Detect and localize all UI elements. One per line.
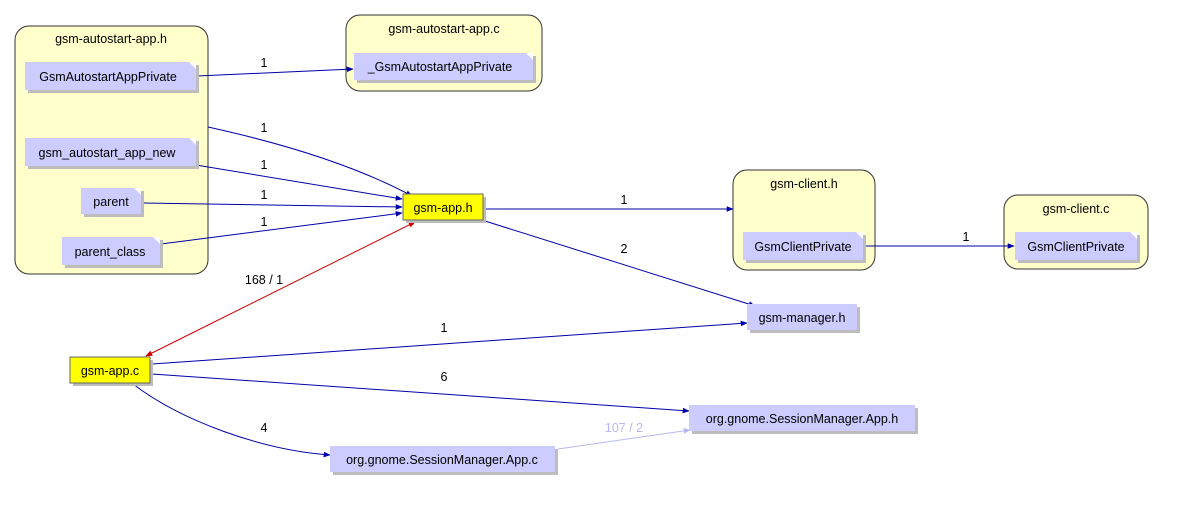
node-label: parent_class [75,245,146,259]
edge-label: 1 [261,215,268,229]
edges [132,66,1015,458]
edge-label: 4 [261,421,268,435]
edge-new-to-app-h [195,164,403,201]
node-label: GsmAutostartAppPrivate [39,70,177,84]
node-sm-app-c[interactable]: org.gnome.SessionManager.App.c [330,446,558,475]
edge-label: 1 [621,193,628,207]
node-label: org.gnome.SessionManager.App.c [346,453,538,467]
edge-label: 1 [261,121,268,135]
edge-label: 1 [261,56,268,70]
node-gsm-app-h[interactable]: gsm-app.h [402,193,486,223]
edge-group-to-app-h [207,126,413,197]
node-gsm-autostart-app-private[interactable]: GsmAutostartAppPrivate [25,62,199,93]
node-parent[interactable]: parent [81,188,144,217]
node-sm-app-h[interactable]: org.gnome.SessionManager.App.h [689,405,918,434]
edge-label: 2 [621,242,628,256]
node-gsm-client-private-h[interactable]: GsmClientPrivate [743,232,866,263]
node-gsm-app-c[interactable]: gsm-app.c [69,356,153,386]
node-gsm-client-private-c[interactable]: GsmClientPrivate [1015,232,1140,263]
edge-label: 1 [261,188,268,202]
group-title: gsm-client.c [1043,202,1110,216]
edge-app-c-to-sm-app-c [132,383,331,458]
node-label: org.gnome.SessionManager.App.h [706,412,899,426]
node-label: gsm_autostart_app_new [39,146,177,160]
edge-label: 6 [441,370,448,384]
node-label: _GsmAutostartAppPrivate [367,60,513,74]
node-label: parent [93,195,129,209]
node-parent-class[interactable]: parent_class [62,237,163,268]
node-label: GsmClientPrivate [754,240,851,254]
edge-private-to-private-c [196,66,354,77]
group-title: gsm-autostart-app.c [388,22,499,36]
node-label: gsm-manager.h [759,311,846,325]
edge-label: 1 [963,230,970,244]
node-label: gsm-app.h [413,201,472,215]
node-gsm-autostart-app-private-c[interactable]: _GsmAutostartAppPrivate [354,53,536,83]
node-label: gsm-app.c [81,364,139,378]
edge-label: 168 / 1 [245,273,283,287]
edge-parent-to-app-h [142,202,403,210]
group-title: gsm-client.h [770,177,837,191]
edge-labels: 1 1 1 1 1 1 1 2 168 / 1 1 6 4 107 / 2 [245,56,970,435]
edge-label: 107 / 2 [605,421,643,435]
node-gsm-manager-h[interactable]: gsm-manager.h [747,304,860,333]
edge-app-c-app-h-circular [145,221,416,357]
edge-label: 1 [441,321,448,335]
edge-app-h-to-manager-h [484,220,756,307]
edge-app-c-to-manager-h [151,320,748,365]
edge-label: 1 [261,158,268,172]
group-title: gsm-autostart-app.h [55,32,167,46]
node-gsm-autostart-app-new[interactable]: gsm_autostart_app_new [25,138,199,169]
edge-app-c-to-sm-app-h [151,373,690,414]
edge-sm-app-c-to-sm-app-h [557,428,691,450]
node-label: GsmClientPrivate [1027,240,1124,254]
